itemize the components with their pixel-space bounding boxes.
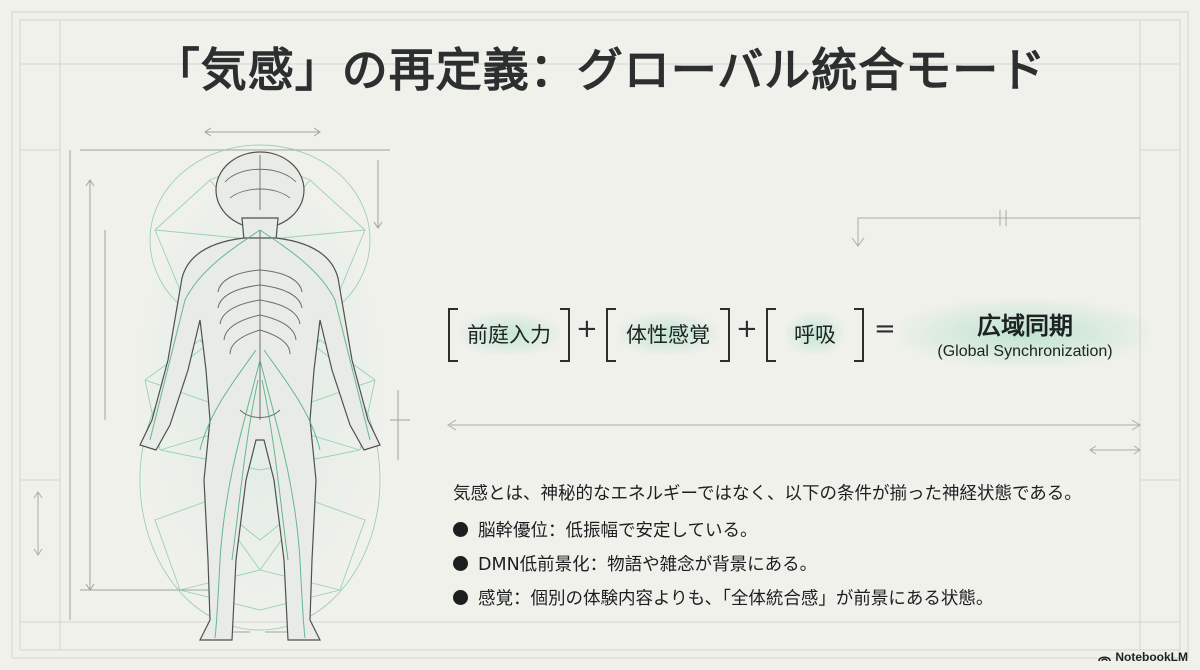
bullet-icon (453, 556, 468, 571)
equation-term-breathing: 呼吸 (766, 308, 864, 362)
equation-term-somatosensory: 体性感覚 (606, 308, 730, 362)
bullet-icon (453, 590, 468, 605)
human-nervous-system-illustration (69, 127, 410, 641)
notebooklm-logo-icon (1098, 655, 1112, 661)
bullet-icon (453, 522, 468, 537)
page-title: 「気感」の再定義：グローバル統合モード (153, 43, 1047, 97)
result-sub: (Global Synchronization) (937, 343, 1113, 360)
brand-label: NotebookLM (1115, 650, 1188, 664)
description-lead: 気感とは、神秘的なエネルギーではなく、以下の条件が揃った神経状態である。 (453, 484, 1082, 504)
equals-sign: = (874, 314, 896, 344)
description: 気感とは、神秘的なエネルギーではなく、以下の条件が揃った神経状態である。 脳幹優… (453, 480, 1173, 619)
equation: 前庭入力 + 体性感覚 + 呼吸 = 広域同期 (Global Synchron… (440, 300, 1170, 380)
list-item: 感覚：個別の体験内容よりも、「全体統合感」が前景にある状態。 (453, 585, 1173, 610)
notebooklm-branding: NotebookLM (1098, 650, 1188, 664)
result-main: 広域同期 (977, 312, 1073, 340)
plus-sign: + (576, 314, 598, 344)
list-item: DMN低前景化：物語や雑念が背景にある。 (453, 551, 1173, 576)
equation-term-vestibular: 前庭入力 (448, 308, 570, 362)
equation-result: 広域同期 (Global Synchronization) (900, 300, 1150, 367)
plus-sign: + (736, 314, 758, 344)
list-item: 脳幹優位：低振幅で安定している。 (453, 517, 1173, 542)
